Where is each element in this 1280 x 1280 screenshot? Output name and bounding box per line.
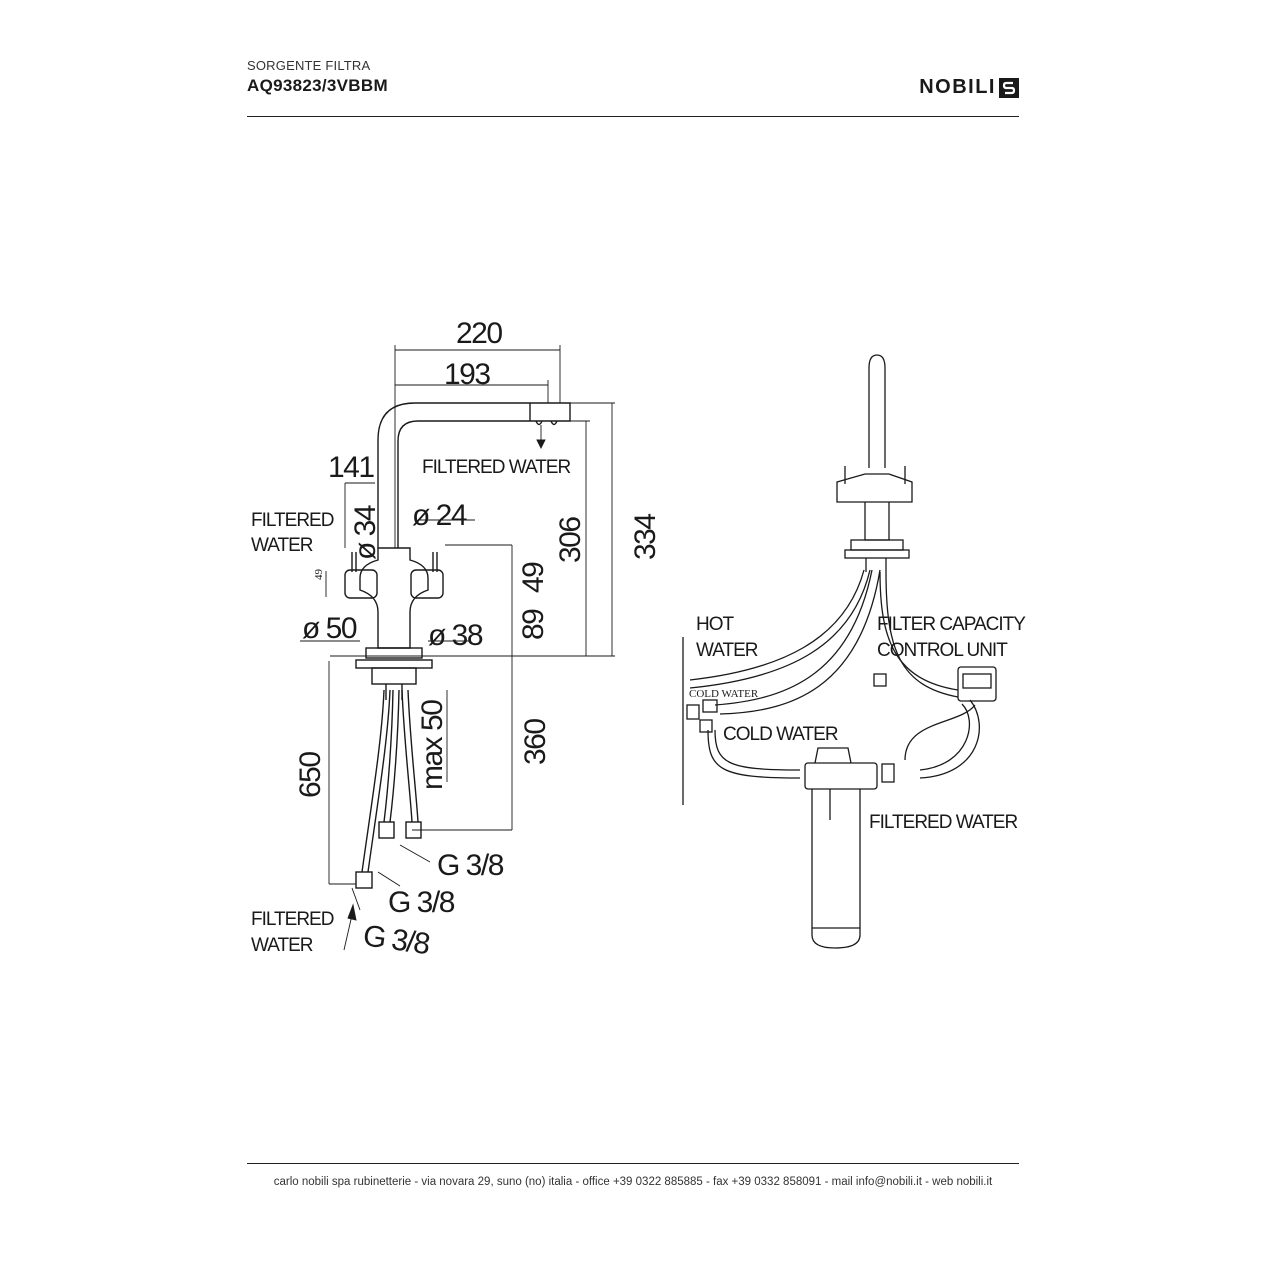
label-filtered-bottom-line2: WATER (251, 935, 313, 956)
brand-logo: NOBILI (919, 76, 1019, 99)
diameter-34: ø 34 (349, 505, 382, 560)
dimension-lines (300, 345, 615, 951)
label-hot-line1: HOT (696, 614, 735, 635)
dimension-texts: 220 193 141 334 306 49 89 49 360 650 max… (251, 317, 662, 961)
label-hot-line2: WATER (696, 640, 758, 661)
diameter-50: ø 50 (302, 612, 357, 645)
product-code: AQ93823/3VBBM (247, 76, 388, 95)
label-filtered-water-install: FILTERED WATER (869, 812, 1017, 833)
page-header: SORGENTE FILTRA AQ93823/3VBBM NOBILI (247, 58, 1019, 118)
thread-g38-2: G 3/8 (388, 886, 455, 919)
label-filtered-handle-line1: FILTERED (251, 510, 334, 531)
label-filter-capacity-line1: FILTER CAPACITY (877, 614, 1026, 635)
label-filter-capacity-line2: CONTROL UNIT (877, 640, 1008, 661)
thread-g38-3: G 3/8 (361, 919, 432, 961)
dim-193: 193 (444, 358, 490, 391)
label-cold-water: COLD WATER (723, 724, 838, 745)
footer-rule (247, 1163, 1019, 1164)
dim-141: 141 (328, 451, 374, 484)
dim-max-50: max 50 (416, 700, 449, 790)
label-filtered-bottom-line1: FILTERED (251, 909, 334, 930)
brand-name: NOBILI (919, 76, 996, 98)
dim-49-upper: 49 (517, 562, 550, 593)
installation-view: HOT WATER COLD WATER COLD WATER FILTER C… (682, 354, 1027, 949)
dim-89: 89 (517, 609, 550, 640)
product-series: SORGENTE FILTRA (247, 58, 371, 73)
install-outline (682, 354, 997, 949)
diameter-24: ø 24 (412, 499, 467, 532)
dim-650: 650 (294, 752, 327, 798)
label-cold-water-small: COLD WATER (689, 688, 759, 700)
dim-334: 334 (629, 514, 662, 560)
dim-49-small: 49 (313, 569, 325, 581)
faucet-outline (344, 402, 571, 889)
footer-contact: carlo nobili spa rubinetterie - via nova… (273, 1176, 993, 1188)
dim-220: 220 (456, 317, 502, 350)
brand-mark-icon (999, 77, 1019, 98)
label-filtered-handle-line2: WATER (251, 535, 313, 556)
install-labels: HOT WATER COLD WATER COLD WATER FILTER C… (689, 614, 1027, 833)
dim-306: 306 (554, 517, 587, 563)
label-filtered-water-spout: FILTERED WATER (422, 457, 570, 478)
thread-g38-1: G 3/8 (437, 849, 504, 882)
dim-360: 360 (519, 719, 552, 765)
header-rule (247, 116, 1019, 117)
side-view: 220 193 141 334 306 49 89 49 360 650 max… (251, 317, 662, 961)
diameter-38: ø 38 (428, 619, 483, 652)
